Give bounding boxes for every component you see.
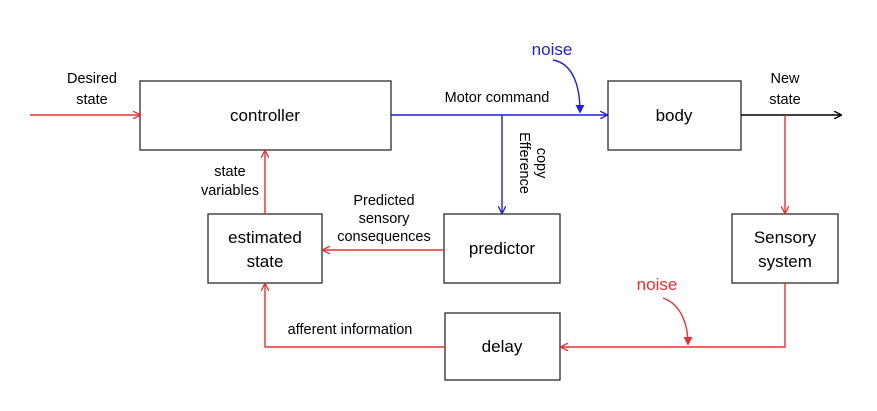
afferent-information-arrow xyxy=(265,284,445,348)
predicted-consequences-label-line-2: sensory xyxy=(359,211,411,227)
predicted-consequences-label-line-1: Predicted xyxy=(353,193,414,209)
body-label: body xyxy=(656,106,693,125)
estimated-state-box: estimated state xyxy=(207,213,323,284)
controller-label: controller xyxy=(230,106,300,125)
motor-command-label: Motor command xyxy=(445,90,550,106)
delay-box: delay xyxy=(444,312,561,381)
noise-bottom-arrow xyxy=(662,297,693,346)
new-state-label-line-1: New xyxy=(770,71,800,87)
estimated-state-label-line-2: state xyxy=(247,252,284,271)
noise-top-label: noise xyxy=(532,40,573,59)
estimated-state-label-line-1: estimated xyxy=(228,228,302,247)
state-variables-label-line-2: variables xyxy=(201,183,259,199)
new-state-label-line-2: state xyxy=(769,92,800,108)
body-box: body xyxy=(607,80,742,151)
sensory-system-label-line-2: system xyxy=(758,252,812,271)
desired-state-label-line-2: state xyxy=(76,92,107,108)
state-variables-label-line-1: state xyxy=(214,164,245,180)
desired-state-label-line-1: Desired xyxy=(67,71,117,87)
predicted-consequences-label-line-3: consequences xyxy=(337,229,431,245)
sensory-system-box: Sensory system xyxy=(731,213,839,284)
noise-top-arrow xyxy=(552,59,585,114)
predictor-label: predictor xyxy=(469,239,535,258)
sensory-to-delay-arrow xyxy=(561,283,786,347)
noise-bottom-label: noise xyxy=(637,275,678,294)
afferent-information-label: afferent information xyxy=(288,322,413,338)
efference-copy-label-line-2: copy xyxy=(533,148,549,179)
delay-label: delay xyxy=(482,337,523,356)
predictor-box: predictor xyxy=(443,213,561,284)
efference-copy-label-line-1: Efference xyxy=(516,132,532,194)
controller-box: controller xyxy=(139,80,392,151)
sensory-system-label-line-1: Sensory xyxy=(754,228,817,247)
